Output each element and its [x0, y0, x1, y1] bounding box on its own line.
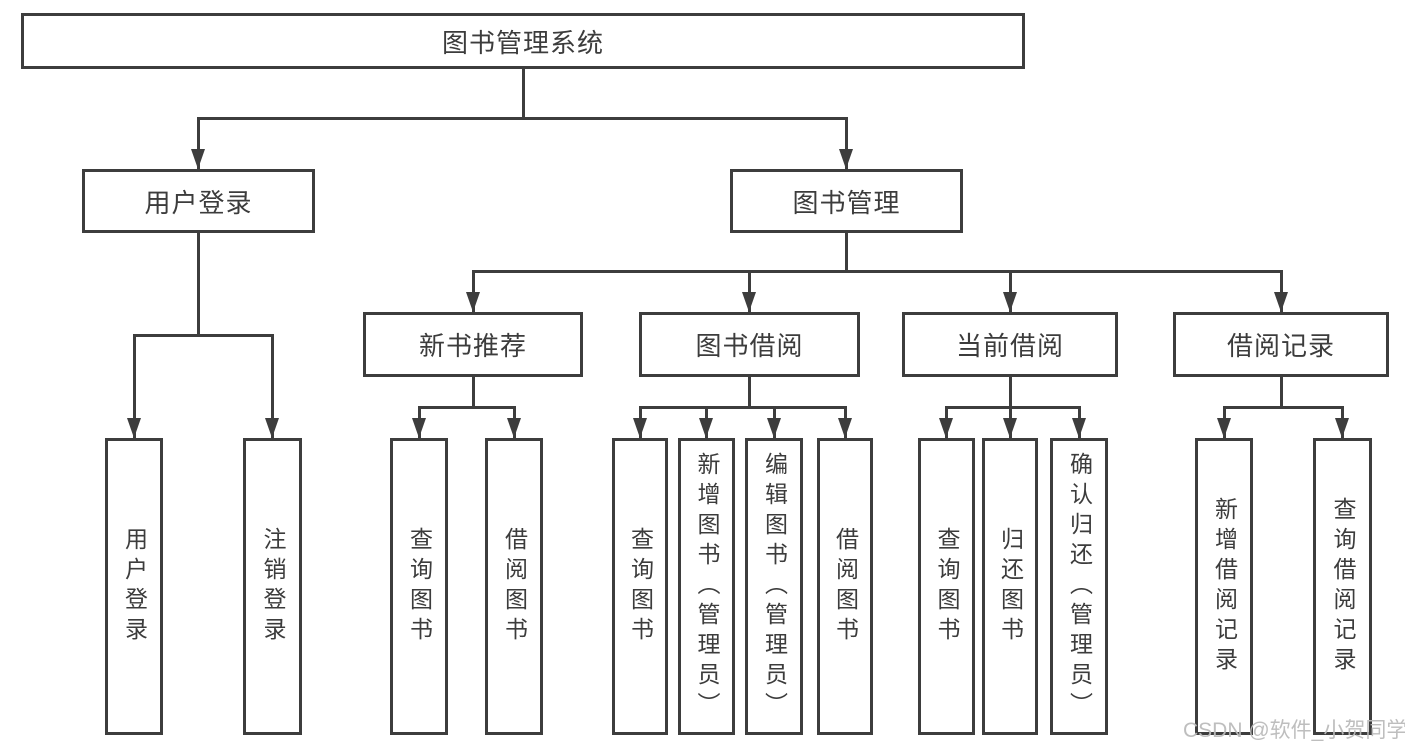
connector-vertical: [844, 233, 848, 273]
leaf-logout: 注销登录: [243, 438, 302, 735]
arrow-down-icon: [411, 418, 426, 438]
arrow-down-icon: [1002, 418, 1017, 438]
connector-horizontal: [196, 116, 848, 120]
connector-horizontal: [417, 405, 516, 409]
node-book-management: 图书管理: [730, 169, 963, 233]
node-current-borrow-label: 当前借阅: [955, 331, 1064, 361]
leaf-query-books-1-label: 查询图书: [406, 526, 433, 647]
node-new-book-recommend-label: 新书推荐: [418, 331, 527, 361]
connector-vertical: [1279, 271, 1283, 312]
arrow-down-icon: [837, 418, 852, 438]
arrow-down-icon: [742, 292, 756, 312]
connector-vertical: [196, 118, 200, 169]
node-user-login: 用户登录: [82, 169, 315, 233]
arrow-down-icon: [766, 418, 781, 438]
connector-horizontal: [944, 405, 1081, 409]
arrow-down-icon: [838, 149, 853, 169]
node-borrow-records-label: 借阅记录: [1226, 331, 1335, 361]
arrow-down-icon: [1273, 292, 1288, 312]
arrow-down-icon: [1334, 418, 1349, 438]
node-book-borrow-label: 图书借阅: [695, 331, 804, 361]
node-book-borrow: 图书借阅: [639, 312, 860, 377]
leaf-add-borrow-record-label: 新增借阅记录: [1211, 496, 1238, 677]
leaf-logout-label: 注销登录: [260, 526, 286, 647]
arrow-down-icon: [1216, 418, 1231, 438]
arrow-down-icon: [938, 418, 953, 438]
connector-vertical: [748, 377, 751, 409]
node-user-login-label: 用户登录: [144, 187, 253, 218]
connector-vertical: [132, 335, 136, 438]
connector-vertical: [471, 271, 475, 312]
connector-horizontal: [1222, 405, 1344, 409]
node-book-management-label: 图书管理: [792, 187, 901, 218]
arrow-down-icon: [699, 418, 713, 438]
leaf-return-book: 归还图书: [982, 438, 1038, 735]
arrow-down-icon: [264, 418, 279, 438]
leaf-borrow-books-2-label: 借阅图书: [832, 526, 859, 647]
leaf-add-book-admin: 新增图书（管理员）: [678, 438, 735, 735]
connector-horizontal: [638, 405, 847, 409]
leaf-confirm-return-admin-label: 确认归还（管理员）: [1066, 451, 1093, 722]
leaf-query-borrow-record-label: 查询借阅记录: [1330, 496, 1356, 677]
leaf-query-books-3: 查询图书: [918, 438, 975, 735]
leaf-query-books-3-label: 查询图书: [934, 526, 960, 647]
connector-vertical: [521, 69, 525, 119]
leaf-query-books-2-label: 查询图书: [627, 526, 654, 647]
leaf-confirm-return-admin: 确认归还（管理员）: [1050, 438, 1108, 735]
arrow-down-icon: [126, 418, 141, 438]
connector-horizontal: [132, 333, 274, 337]
leaf-user-login: 用户登录: [105, 438, 163, 735]
leaf-user-login-label: 用户登录: [121, 526, 148, 647]
leaf-query-books-2: 查询图书: [612, 438, 668, 735]
connector-vertical: [471, 377, 475, 409]
arrow-down-icon: [190, 149, 205, 169]
node-current-borrow: 当前借阅: [902, 312, 1118, 377]
connector-vertical: [1279, 377, 1283, 409]
leaf-add-book-admin-label: 新增图书（管理员）: [694, 451, 720, 722]
watermark: CSDN @软件_小贺同学: [1183, 719, 1405, 742]
leaf-query-books-1: 查询图书: [390, 438, 448, 735]
leaf-query-borrow-record: 查询借阅记录: [1313, 438, 1372, 735]
arrow-down-icon: [506, 418, 521, 438]
node-root-label: 图书管理系统: [441, 27, 604, 58]
arrow-down-icon: [465, 292, 480, 312]
connector-horizontal: [471, 269, 1283, 273]
connector-vertical: [844, 118, 848, 169]
leaf-borrow-books-1: 借阅图书: [485, 438, 543, 735]
connector-vertical: [1008, 271, 1012, 312]
node-borrow-records: 借阅记录: [1173, 312, 1389, 377]
node-new-book-recommend: 新书推荐: [363, 312, 583, 377]
leaf-edit-book-admin-label: 编辑图书（管理员）: [761, 451, 788, 722]
leaf-add-borrow-record: 新增借阅记录: [1195, 438, 1253, 735]
connector-vertical: [748, 271, 751, 312]
connector-vertical: [270, 335, 274, 438]
arrow-down-icon: [1071, 418, 1086, 438]
node-root: 图书管理系统: [21, 13, 1025, 69]
connector-vertical: [1008, 377, 1012, 409]
leaf-edit-book-admin: 编辑图书（管理员）: [745, 438, 803, 735]
arrow-down-icon: [632, 418, 647, 438]
leaf-return-book-label: 归还图书: [997, 526, 1024, 647]
connector-vertical: [196, 233, 200, 337]
arrow-down-icon: [1002, 292, 1017, 312]
leaf-borrow-books-1-label: 借阅图书: [501, 526, 528, 647]
leaf-borrow-books-2: 借阅图书: [817, 438, 873, 735]
